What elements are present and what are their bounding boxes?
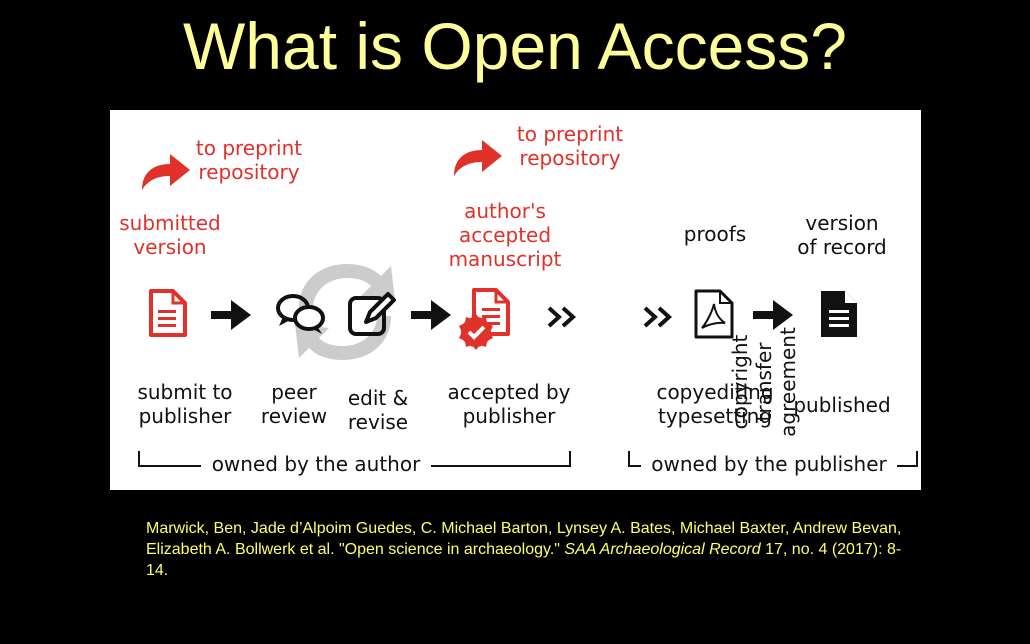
- double-chevron-icon: [547, 306, 576, 328]
- pdf-document-icon: [694, 289, 734, 339]
- chat-bubbles-icon: [276, 294, 325, 334]
- proofs-label: proofs: [683, 222, 747, 246]
- arrow-right-icon: [411, 300, 451, 330]
- arrow-right-icon: [211, 300, 251, 330]
- submitted-document-icon: [149, 289, 187, 337]
- published-document-icon: [821, 291, 857, 337]
- arrow-right-icon: [753, 300, 793, 330]
- slide-title: What is Open Access?: [183, 9, 847, 83]
- owned-by-publisher-label: owned by the publisher: [641, 452, 897, 476]
- owned-by-author-label: owned by the author: [201, 452, 431, 476]
- double-chevron-icon: [643, 306, 672, 328]
- edit-revise-step-label: edit &revise: [347, 386, 409, 434]
- citation: Marwick, Ben, Jade d’Alpoim Guedes, C. M…: [146, 520, 902, 579]
- accepted-document-icon: [459, 288, 510, 350]
- curved-arrow-icon: [454, 140, 502, 176]
- curved-arrow-icon: [142, 154, 190, 190]
- edit-icon: [348, 292, 396, 336]
- published-step-label: published: [793, 393, 891, 417]
